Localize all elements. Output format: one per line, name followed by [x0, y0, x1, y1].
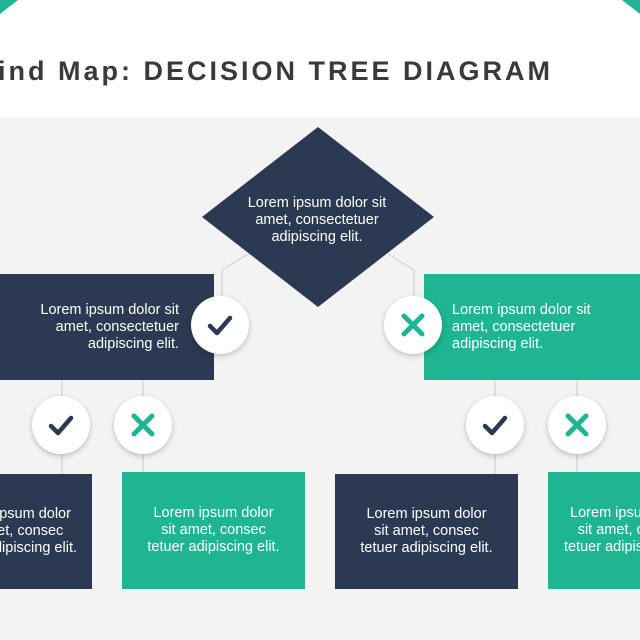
leaf-node-2: Lorem ipsum dolor sit amet, consec tetue… — [122, 472, 305, 589]
root-line: amet, consectetuer — [255, 212, 379, 228]
leaf-4-cross-badge — [548, 396, 606, 454]
leaf-line: sit amet, consec — [577, 522, 640, 538]
leaf-line: tetuer adipiscing elit. — [147, 539, 280, 555]
leaf-2-cross-badge — [114, 396, 172, 454]
check-icon — [48, 415, 74, 436]
left-decision-node: Lorem ipsum dolor sit amet, consectetuer… — [0, 274, 214, 380]
cross-icon — [401, 313, 425, 337]
leaf-line: Lorem ipsum dolor — [153, 505, 274, 521]
leaf-line: sit amet, consec — [374, 523, 479, 539]
leaf-line: sit amet, consec — [161, 522, 266, 538]
root-decision-text: Lorem ipsum dolor sit amet, consectetuer… — [222, 195, 412, 246]
leaf-line: Lorem ipsum dolor — [366, 506, 487, 522]
leaf-1-check-badge — [32, 396, 90, 454]
leaf-line: tetuer adipiscing elit. — [360, 540, 493, 556]
node-line: amet, consectetuer — [452, 318, 576, 335]
corner-accent-right — [622, 0, 640, 14]
node-line: Lorem ipsum dolor sit — [40, 301, 179, 318]
cross-icon — [131, 413, 155, 437]
cross-icon — [565, 413, 589, 437]
right-decision-node: Lorem ipsum dolor sit amet, consectetuer… — [424, 274, 640, 380]
check-icon — [482, 415, 508, 436]
leaf-node-1: Lorem ipsum dolor sit amet, consec tetue… — [0, 474, 92, 589]
leaf-line: tetuer adipiscing elit. — [564, 539, 640, 555]
root-line: Lorem ipsum dolor sit — [247, 195, 387, 211]
header-band — [0, 0, 640, 118]
leaf-line: Lorem ipsum dolor — [570, 505, 640, 521]
page-title: ind Map: DECISION TREE DIAGRAM — [0, 56, 553, 86]
right-node-cross-badge — [384, 296, 442, 354]
node-line: Lorem ipsum dolor sit — [452, 301, 591, 318]
node-line: amet, consectetuer — [55, 318, 179, 335]
leaf-line: Lorem ipsum dolor — [0, 506, 71, 522]
corner-accent-left — [0, 0, 18, 14]
root-line: adipiscing elit. — [271, 229, 363, 245]
leaf-line: sit amet, consec — [0, 523, 64, 539]
leaf-3-check-badge — [466, 396, 524, 454]
check-icon — [207, 315, 233, 336]
leaf-node-4: Lorem ipsum dolor sit amet, consec tetue… — [548, 472, 640, 589]
node-line: adipiscing elit. — [452, 335, 544, 352]
node-line: adipiscing elit. — [87, 335, 179, 352]
leaf-node-3: Lorem ipsum dolor sit amet, consec tetue… — [335, 474, 518, 589]
leaf-line: tetuer adipiscing elit. — [0, 540, 77, 556]
left-node-check-badge — [191, 296, 249, 354]
